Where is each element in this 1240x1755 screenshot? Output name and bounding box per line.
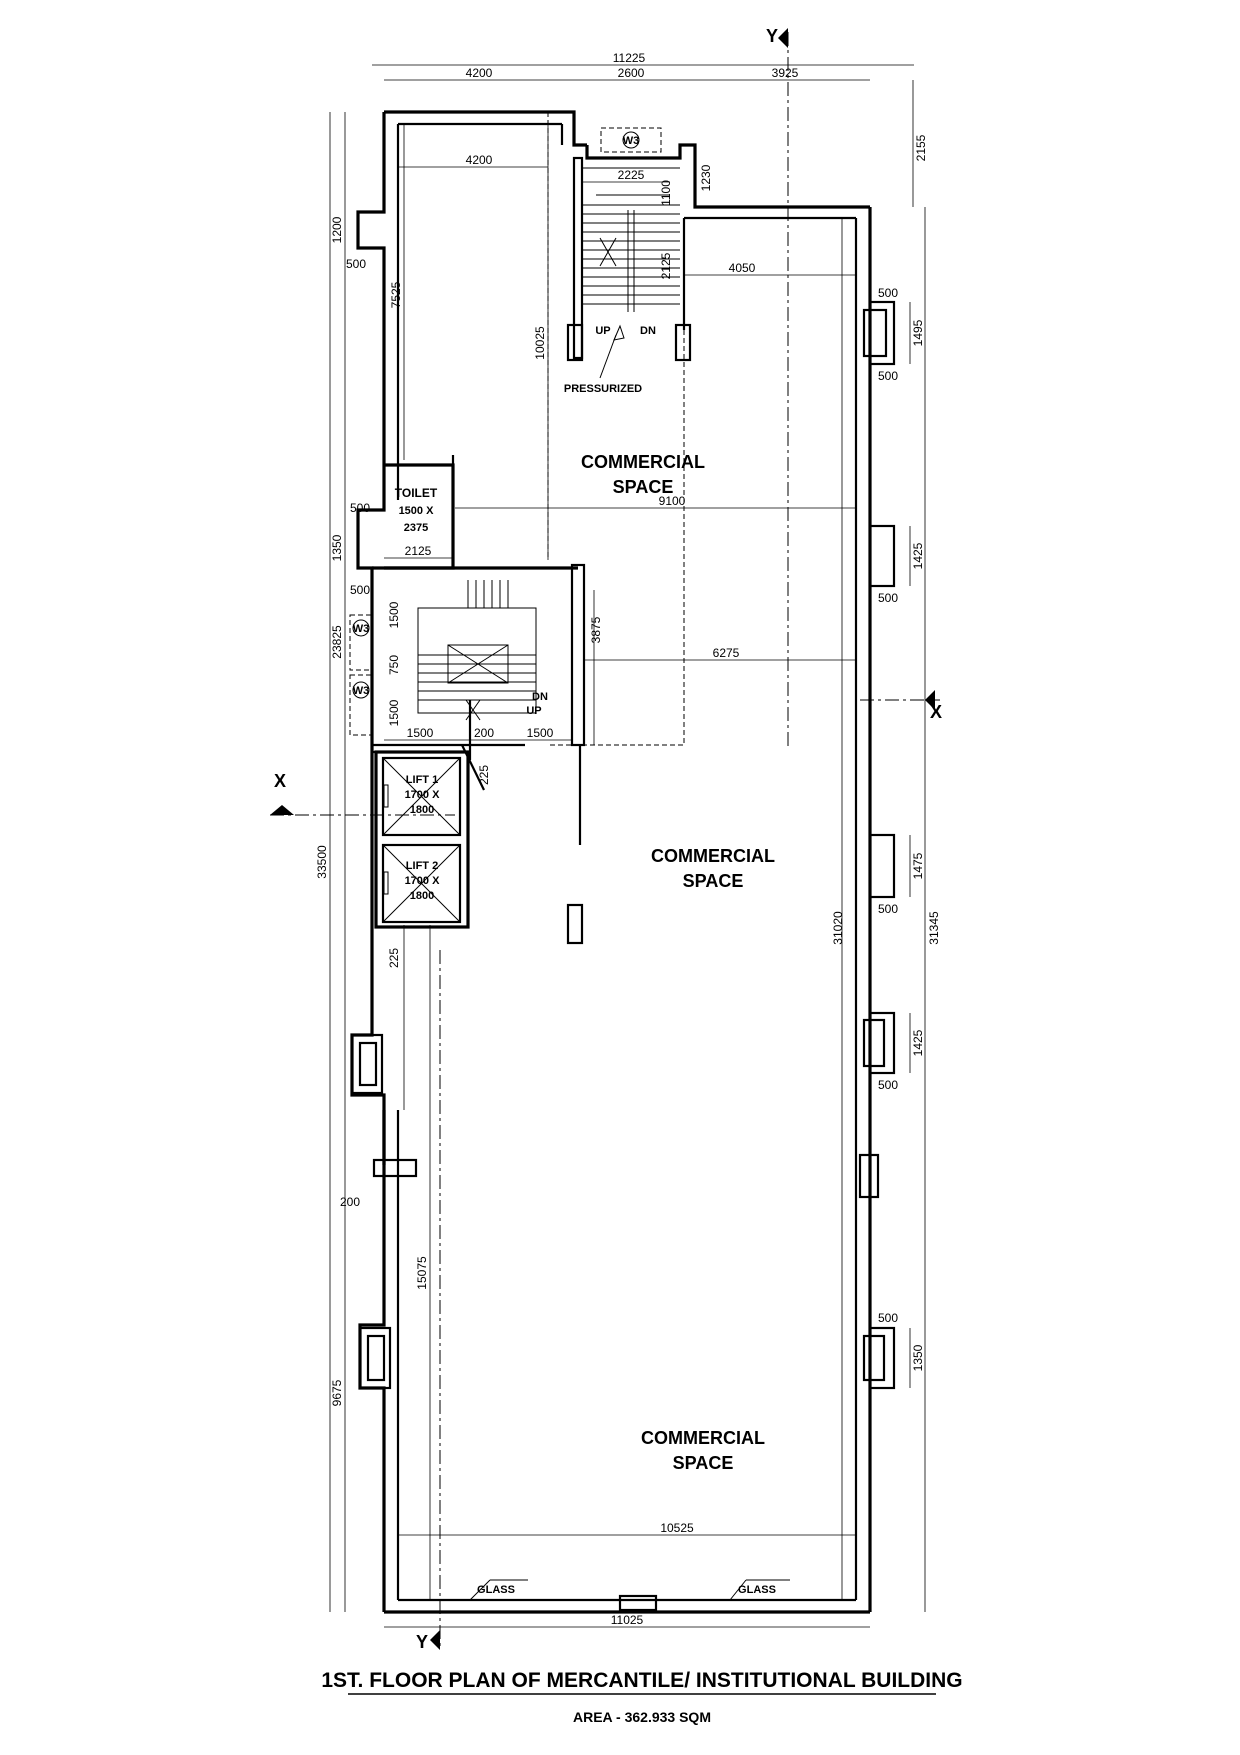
dim-text: 23825 — [330, 625, 344, 659]
dim-text: 11025 — [611, 1613, 644, 1627]
lift1-size-2: 1800 — [410, 804, 434, 816]
dim-text: 4200 — [466, 153, 493, 167]
lift2-size-1: 1700 X — [405, 875, 441, 887]
w3-tag-1: W3 — [623, 135, 640, 147]
dim-text: 1495 — [911, 319, 925, 346]
lift2-label: LIFT 2 — [406, 860, 438, 872]
dim-text: 2125 — [405, 544, 432, 558]
stair1-up: UP — [595, 325, 610, 337]
room-commercial-3-line1: COMMERCIAL — [641, 1428, 765, 1448]
dim-text: 1100 — [659, 180, 673, 206]
dim-text: 500 — [878, 902, 898, 916]
dim-text: 31345 — [927, 911, 941, 945]
right-columns — [350, 300, 896, 1612]
dim-text: 1350 — [911, 1344, 925, 1371]
dim-text: 4050 — [729, 261, 756, 275]
w3-tag-2: W3 — [353, 623, 370, 635]
drawing-title: 1ST. FLOOR PLAN OF MERCANTILE/ INSTITUTI… — [321, 1669, 962, 1692]
section-markers — [270, 28, 935, 1650]
w3-tag-3: W3 — [353, 685, 370, 697]
axis-y-top: Y — [766, 26, 778, 46]
dim-text: 500 — [878, 1311, 898, 1325]
lift1-size-1: 1700 X — [405, 789, 441, 801]
dim-text: 15075 — [415, 1256, 429, 1290]
room-commercial-1-line2: SPACE — [613, 477, 674, 497]
dim-text: 500 — [878, 286, 898, 300]
title-block: 1ST. FLOOR PLAN OF MERCANTILE/ INSTITUTI… — [321, 1669, 962, 1725]
axis-y-bottom: Y — [416, 1632, 428, 1652]
lift-shafts — [374, 750, 470, 929]
toilet-size-1: 1500 X — [399, 505, 435, 517]
dim-text: 1500 — [387, 699, 401, 726]
axis-labels: Y Y X X — [274, 26, 942, 1652]
dimension-texts: 11225 4200 2600 3925 4200 2225 4050 9100… — [315, 51, 941, 1627]
dim-text: 31020 — [831, 911, 845, 945]
glass-leaders — [469, 1579, 790, 1601]
dim-text: 1200 — [330, 216, 344, 243]
dim-text: 1425 — [911, 1029, 925, 1056]
dim-text: 750 — [387, 655, 401, 675]
stair2-up: UP — [526, 705, 541, 717]
pressurized-stair — [566, 127, 692, 379]
stair2-dn: DN — [532, 691, 548, 703]
axis-lines — [270, 32, 940, 1650]
dim-text: 500 — [878, 369, 898, 383]
room-labels: COMMERCIAL SPACE COMMERCIAL SPACE COMMER… — [353, 135, 776, 1596]
dim-text: 1500 — [407, 726, 434, 740]
room-commercial-2-line1: COMMERCIAL — [651, 846, 775, 866]
dim-text: 500 — [350, 501, 370, 515]
dim-text: 9100 — [659, 494, 686, 508]
dim-text: 1475 — [911, 852, 925, 879]
dim-text: 11225 — [613, 51, 646, 65]
lift2-size-2: 1800 — [410, 890, 434, 902]
dim-text: 200 — [474, 726, 494, 740]
dim-text: 6275 — [713, 646, 740, 660]
axis-x-right: X — [930, 702, 942, 722]
dim-text: 2155 — [914, 134, 928, 161]
dim-text: 4200 — [466, 66, 493, 80]
dim-text: 500 — [878, 1078, 898, 1092]
dim-text: 33500 — [315, 845, 329, 879]
dim-text: 200 — [340, 1195, 360, 1209]
dim-text: 3875 — [589, 616, 603, 643]
glass-label-2: GLASS — [738, 1584, 776, 1596]
pressurized-label: PRESSURIZED — [564, 383, 642, 395]
dim-text: 500 — [350, 583, 370, 597]
glass-label-1: GLASS — [477, 1584, 515, 1596]
toilet-label: TOILET — [395, 486, 438, 500]
dim-text: 225 — [477, 765, 491, 785]
toilet-size-2: 2375 — [404, 522, 428, 534]
dim-text: 2225 — [618, 168, 645, 182]
dim-text: 1230 — [699, 164, 713, 191]
room-commercial-3-line2: SPACE — [673, 1453, 734, 1473]
dimension-lines — [329, 64, 926, 1628]
dim-text: 500 — [878, 591, 898, 605]
dim-text: 9675 — [330, 1379, 344, 1406]
dim-text: 1500 — [387, 601, 401, 628]
dim-text: 500 — [346, 257, 366, 271]
axis-x-left: X — [274, 771, 286, 791]
stair1-dn: DN — [640, 325, 656, 337]
room-commercial-1-line1: COMMERCIAL — [581, 452, 705, 472]
dim-text: 10025 — [533, 326, 547, 360]
area-label: AREA - 362.933 SQM — [573, 1709, 711, 1725]
dim-text: 225 — [387, 948, 401, 968]
lift1-label: LIFT 1 — [406, 774, 438, 786]
dim-text: 1425 — [911, 542, 925, 569]
dim-text: 1500 — [527, 726, 554, 740]
dim-text: 7525 — [389, 281, 403, 308]
dim-text: 2125 — [659, 252, 673, 279]
dim-text: 10525 — [660, 1521, 694, 1535]
dim-text: 1350 — [330, 534, 344, 561]
dim-text: 3925 — [772, 66, 799, 80]
room-commercial-2-line2: SPACE — [683, 871, 744, 891]
dim-text: 2600 — [618, 66, 645, 80]
